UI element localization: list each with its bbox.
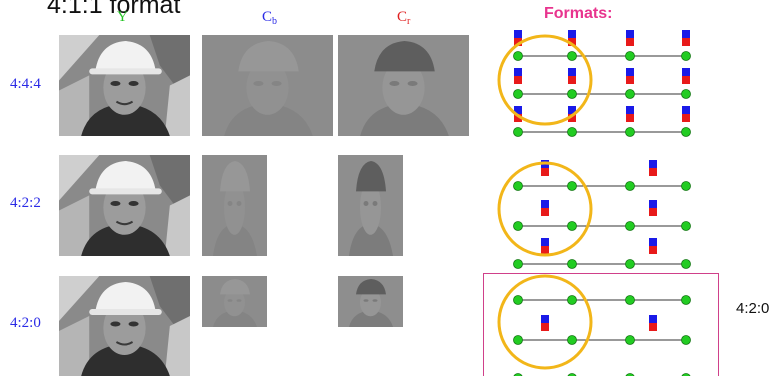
formats-title: Formats: bbox=[544, 5, 613, 22]
highlight-circle-icon-422 bbox=[497, 161, 593, 257]
chroma-sample-icon-422-2-1-cb bbox=[649, 238, 657, 246]
chroma-sample-icon-444-2-2-cr bbox=[626, 114, 634, 122]
sample-dot-icon-420-1-0 bbox=[513, 335, 523, 345]
sample-dot-icon-422-2-0 bbox=[513, 259, 523, 269]
chroma-sample-icon-422-1-1-cr bbox=[649, 208, 657, 216]
chroma-sample-icon-444-1-0-cr bbox=[514, 76, 522, 84]
side-label-420: 4:2:0 bbox=[736, 300, 770, 317]
sample-dot-icon-422-1-1 bbox=[567, 221, 577, 231]
row-label-444: 4:4:4 bbox=[10, 76, 41, 92]
sample-dot-icon-444-2-0 bbox=[513, 127, 523, 137]
highlight-circle-icon-420 bbox=[497, 274, 593, 370]
column-header-y-label: Y bbox=[117, 9, 128, 25]
chroma-sample-icon-422-2-0-cb bbox=[541, 238, 549, 246]
sample-dot-icon-420-0-0 bbox=[513, 295, 523, 305]
row-label-420: 4:2:0 bbox=[10, 315, 41, 331]
sample-dot-icon-422-0-0 bbox=[513, 181, 523, 191]
sample-dot-icon-422-0-2 bbox=[625, 181, 635, 191]
sample-dot-icon-422-0-3 bbox=[681, 181, 691, 191]
chroma-sample-icon-444-2-2-cb bbox=[626, 106, 634, 114]
chroma-sample-icon-444-2-3-cr bbox=[682, 114, 690, 122]
chroma-sample-icon-444-0-3-cr bbox=[682, 38, 690, 46]
sample-dot-icon-444-1-2 bbox=[625, 89, 635, 99]
sample-dot-icon-444-0-0 bbox=[513, 51, 523, 61]
sample-dot-icon-420-2-3 bbox=[681, 373, 691, 376]
sample-dot-icon-422-2-2 bbox=[625, 259, 635, 269]
column-header-cr: Cr bbox=[397, 9, 410, 27]
sample-dot-icon-420-1-2 bbox=[625, 335, 635, 345]
chroma-sample-icon-420-1-cr bbox=[649, 323, 657, 331]
sample-dot-icon-444-2-2 bbox=[625, 127, 635, 137]
sample-dot-icon-444-1-0 bbox=[513, 89, 523, 99]
chroma-sample-icon-444-2-3-cb bbox=[682, 106, 690, 114]
column-header-cb: Cb bbox=[262, 9, 277, 27]
chroma-sample-icon-444-2-0-cr bbox=[514, 114, 522, 122]
sample-dot-icon-422-1-2 bbox=[625, 221, 635, 231]
chroma-sample-icon-444-2-1-cr bbox=[568, 114, 576, 122]
chroma-sample-icon-444-1-2-cb bbox=[626, 68, 634, 76]
chroma-sample-icon-422-2-1-cr bbox=[649, 246, 657, 254]
page-title: 4:1:1 format bbox=[47, 0, 181, 19]
sample-dot-icon-420-2-1 bbox=[567, 373, 577, 376]
chroma-sample-icon-422-1-1-cb bbox=[649, 200, 657, 208]
chroma-sample-icon-422-0-0-cr bbox=[541, 168, 549, 176]
chroma-sample-icon-422-1-0-cr bbox=[541, 208, 549, 216]
column-header-y: Y bbox=[117, 9, 128, 26]
chroma-sample-icon-444-1-0-cb bbox=[514, 68, 522, 76]
sample-dot-icon-420-0-2 bbox=[625, 295, 635, 305]
format-420-box bbox=[483, 273, 719, 376]
chroma-sample-icon-420-0-cb bbox=[541, 315, 549, 323]
sample-dot-icon-420-1-1 bbox=[567, 335, 577, 345]
sample-dot-icon-422-2-1 bbox=[567, 259, 577, 269]
chroma-sample-icon-444-0-2-cb bbox=[626, 30, 634, 38]
chroma-sample-icon-422-0-1-cr bbox=[649, 168, 657, 176]
chroma-sample-icon-444-0-1-cr bbox=[568, 38, 576, 46]
sample-dot-icon-420-2-0 bbox=[513, 373, 523, 376]
sample-dot-icon-420-1-3 bbox=[681, 335, 691, 345]
chroma-sample-icon-444-1-3-cb bbox=[682, 68, 690, 76]
highlight-circle-icon-444 bbox=[497, 34, 593, 126]
chroma-sample-icon-420-0-cr bbox=[541, 323, 549, 331]
chroma-sample-icon-444-2-0-cb bbox=[514, 106, 522, 114]
chroma-sample-icon-444-1-2-cr bbox=[626, 76, 634, 84]
sample-dot-icon-420-0-1 bbox=[567, 295, 577, 305]
column-header-cr-sub: r bbox=[407, 16, 411, 27]
chroma-sample-icon-422-1-0-cb bbox=[541, 200, 549, 208]
sample-dot-icon-422-1-3 bbox=[681, 221, 691, 231]
chroma-sample-icon-444-2-1-cb bbox=[568, 106, 576, 114]
chroma-sample-icon-444-0-1-cb bbox=[568, 30, 576, 38]
sample-dot-icon-444-1-3 bbox=[681, 89, 691, 99]
sample-dot-icon-444-0-1 bbox=[567, 51, 577, 61]
column-header-cr-label: C bbox=[397, 9, 408, 25]
sample-dot-icon-444-0-3 bbox=[681, 51, 691, 61]
chroma-sample-icon-420-1-cb bbox=[649, 315, 657, 323]
sample-dot-icon-420-2-2 bbox=[625, 373, 635, 376]
chroma-sample-icon-444-1-1-cb bbox=[568, 68, 576, 76]
sample-dot-icon-444-2-1 bbox=[567, 127, 577, 137]
chroma-sample-icon-444-0-0-cr bbox=[514, 38, 522, 46]
sample-dot-icon-420-0-3 bbox=[681, 295, 691, 305]
column-header-cb-sub: b bbox=[272, 16, 278, 27]
chroma-sample-icon-422-2-0-cr bbox=[541, 246, 549, 254]
chroma-sample-icon-422-0-1-cb bbox=[649, 160, 657, 168]
chroma-sample-icon-444-1-1-cr bbox=[568, 76, 576, 84]
chroma-sample-icon-444-1-3-cr bbox=[682, 76, 690, 84]
sample-dot-icon-444-2-3 bbox=[681, 127, 691, 137]
sample-dot-icon-422-0-1 bbox=[567, 181, 577, 191]
chroma-sample-icon-444-0-3-cb bbox=[682, 30, 690, 38]
sample-dot-icon-422-2-3 bbox=[681, 259, 691, 269]
column-header-cb-label: C bbox=[262, 9, 273, 25]
sample-dot-icon-422-1-0 bbox=[513, 221, 523, 231]
sample-dot-icon-444-1-1 bbox=[567, 89, 577, 99]
chroma-sample-icon-444-0-2-cr bbox=[626, 38, 634, 46]
sample-dot-icon-444-0-2 bbox=[625, 51, 635, 61]
chroma-sample-icon-444-0-0-cb bbox=[514, 30, 522, 38]
row-label-422: 4:2:2 bbox=[10, 195, 41, 211]
